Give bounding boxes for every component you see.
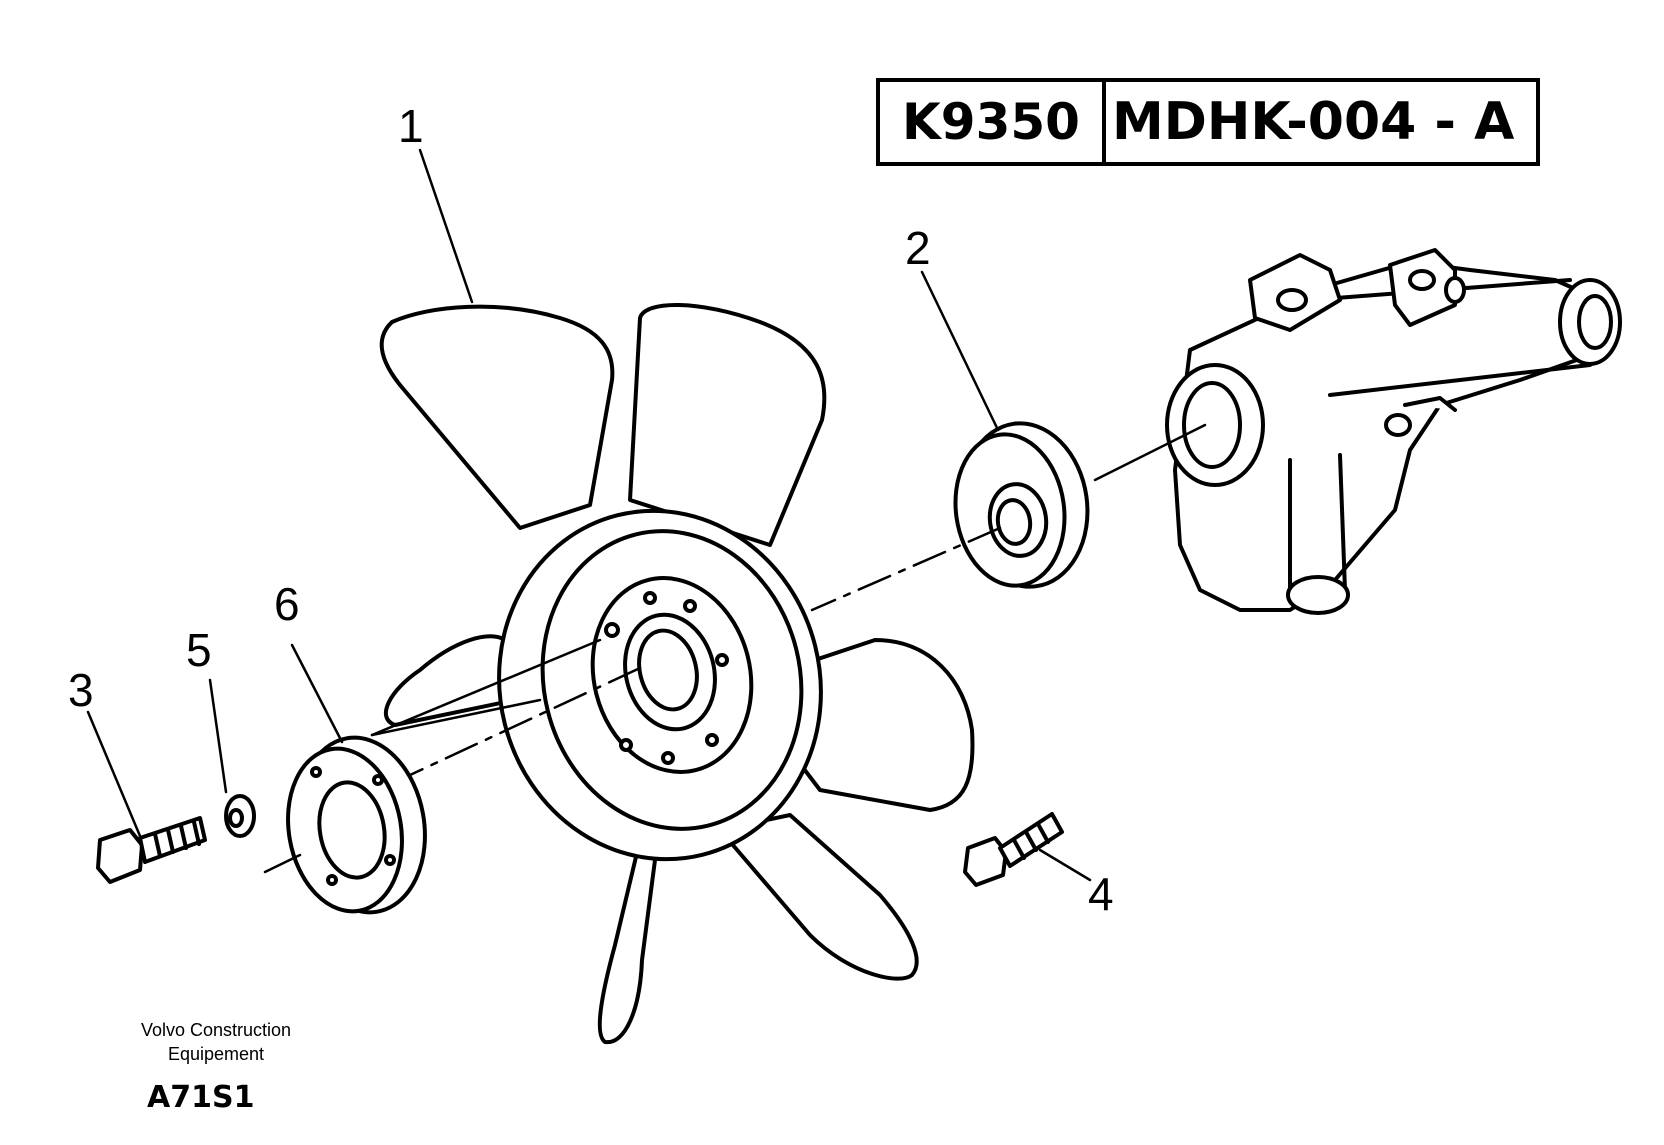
reference-section: MDHK-004 - A — [1112, 92, 1515, 152]
assembly-lines — [263, 423, 1207, 874]
fan-drawing — [379, 303, 975, 1045]
callout-1-label: 1 — [398, 100, 424, 152]
credit-line-1: Volvo Construction — [140, 1020, 292, 1040]
reference-code: K9350 — [880, 82, 1106, 162]
callout-2-label: 2 — [905, 222, 931, 274]
callout-6-label: 6 — [274, 578, 300, 630]
bolt-left-drawing — [96, 816, 207, 884]
water-pump-drawing — [1165, 248, 1622, 615]
leader-lines — [86, 148, 1092, 882]
flange-drawing — [286, 735, 427, 915]
spacer-drawing — [953, 421, 1090, 589]
washer-drawing — [224, 794, 256, 838]
credit-line-2: Equipement — [167, 1044, 265, 1064]
callout-3-label: 3 — [68, 664, 94, 716]
manufacturer-credit: Volvo Construction Equipement — [110, 1018, 322, 1066]
reference-box: K9350 MDHK-004 - A — [876, 78, 1540, 166]
callout-5-label: 5 — [186, 624, 212, 676]
figure-id: A71S1 — [147, 1080, 255, 1115]
callout-4-label: 4 — [1088, 868, 1114, 920]
bolt-right-drawing — [963, 812, 1064, 887]
